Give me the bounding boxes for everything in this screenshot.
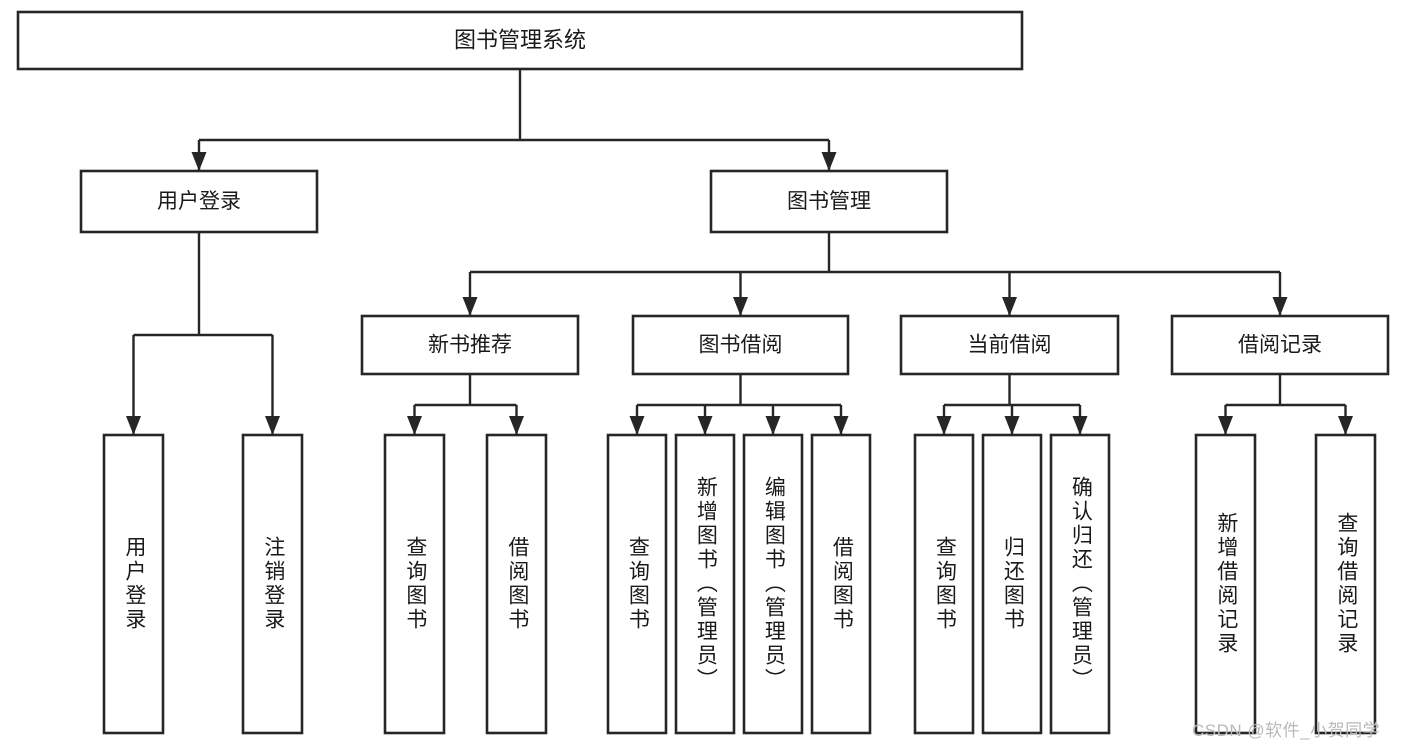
node-box-user-login[interactable]: [79, 169, 319, 234]
node-box-leaf-query-book-current[interactable]: [913, 433, 975, 735]
connector-user-login-arrow-1: [265, 416, 280, 435]
connector-book-borrow-arrow-3: [833, 416, 849, 435]
connector-root-arrow-0: [191, 152, 207, 171]
node-box-new-book-recommend[interactable]: [360, 314, 580, 376]
node-box-leaf-edit-book-admin[interactable]: [742, 433, 804, 735]
boxes-layer: [16, 10, 1390, 735]
node-box-root[interactable]: [16, 10, 1024, 71]
connector-new-book-recommend-arrow-1: [509, 416, 524, 435]
connector-book-borrow-arrow-0: [629, 416, 645, 435]
node-box-leaf-return-book[interactable]: [981, 433, 1043, 735]
node-box-leaf-user-login[interactable]: [102, 433, 165, 735]
connector-current-borrow-arrow-2: [1072, 416, 1088, 435]
node-label-current-borrow: 当前借阅: [968, 334, 1052, 357]
node-box-current-borrow[interactable]: [899, 314, 1120, 376]
connector-book-management-arrow-3: [1272, 297, 1288, 316]
node-box-leaf-borrow-book[interactable]: [810, 433, 872, 735]
connector-root-arrow-1: [821, 152, 837, 171]
node-box-leaf-confirm-return-admin[interactable]: [1049, 433, 1111, 735]
connector-book-borrow-arrow-2: [765, 416, 781, 435]
node-box-book-borrow[interactable]: [631, 314, 850, 376]
connectors-layer: [126, 69, 1353, 435]
node-box-leaf-borrow-book-recommend[interactable]: [485, 433, 548, 735]
node-box-book-management[interactable]: [709, 169, 949, 234]
connector-book-management-arrow-0: [462, 297, 478, 316]
connector-current-borrow-arrow-1: [1004, 416, 1020, 435]
node-label-new-book-recommend: 新书推荐: [428, 334, 512, 357]
node-label-borrow-records: 借阅记录: [1238, 334, 1322, 357]
connector-borrow-records-arrow-1: [1338, 416, 1353, 435]
connector-user-login-arrow-0: [126, 416, 141, 435]
csdn-watermark: CSDN @软件_小贺同学: [1192, 721, 1381, 740]
connector-borrow-records-arrow-0: [1218, 416, 1233, 435]
node-box-leaf-add-borrow-record[interactable]: [1194, 433, 1257, 735]
node-label-book-borrow: 图书借阅: [699, 334, 783, 357]
node-box-leaf-add-book-admin[interactable]: [674, 433, 736, 735]
node-box-leaf-query-book-borrow[interactable]: [606, 433, 668, 735]
node-label-book-management: 图书管理: [787, 190, 871, 213]
node-box-leaf-query-book-recommend[interactable]: [383, 433, 446, 735]
node-label-root: 图书管理系统: [454, 27, 586, 52]
connector-current-borrow-arrow-0: [936, 416, 952, 435]
node-box-borrow-records[interactable]: [1170, 314, 1390, 376]
connector-book-management-arrow-2: [1002, 297, 1017, 316]
connector-book-management-arrow-1: [733, 297, 748, 316]
node-box-leaf-logout-login[interactable]: [241, 433, 304, 735]
connector-book-borrow-arrow-1: [697, 416, 713, 435]
connector-new-book-recommend-arrow-0: [407, 416, 422, 435]
node-box-leaf-query-borrow-record[interactable]: [1314, 433, 1377, 735]
node-label-user-login: 用户登录: [157, 190, 241, 213]
